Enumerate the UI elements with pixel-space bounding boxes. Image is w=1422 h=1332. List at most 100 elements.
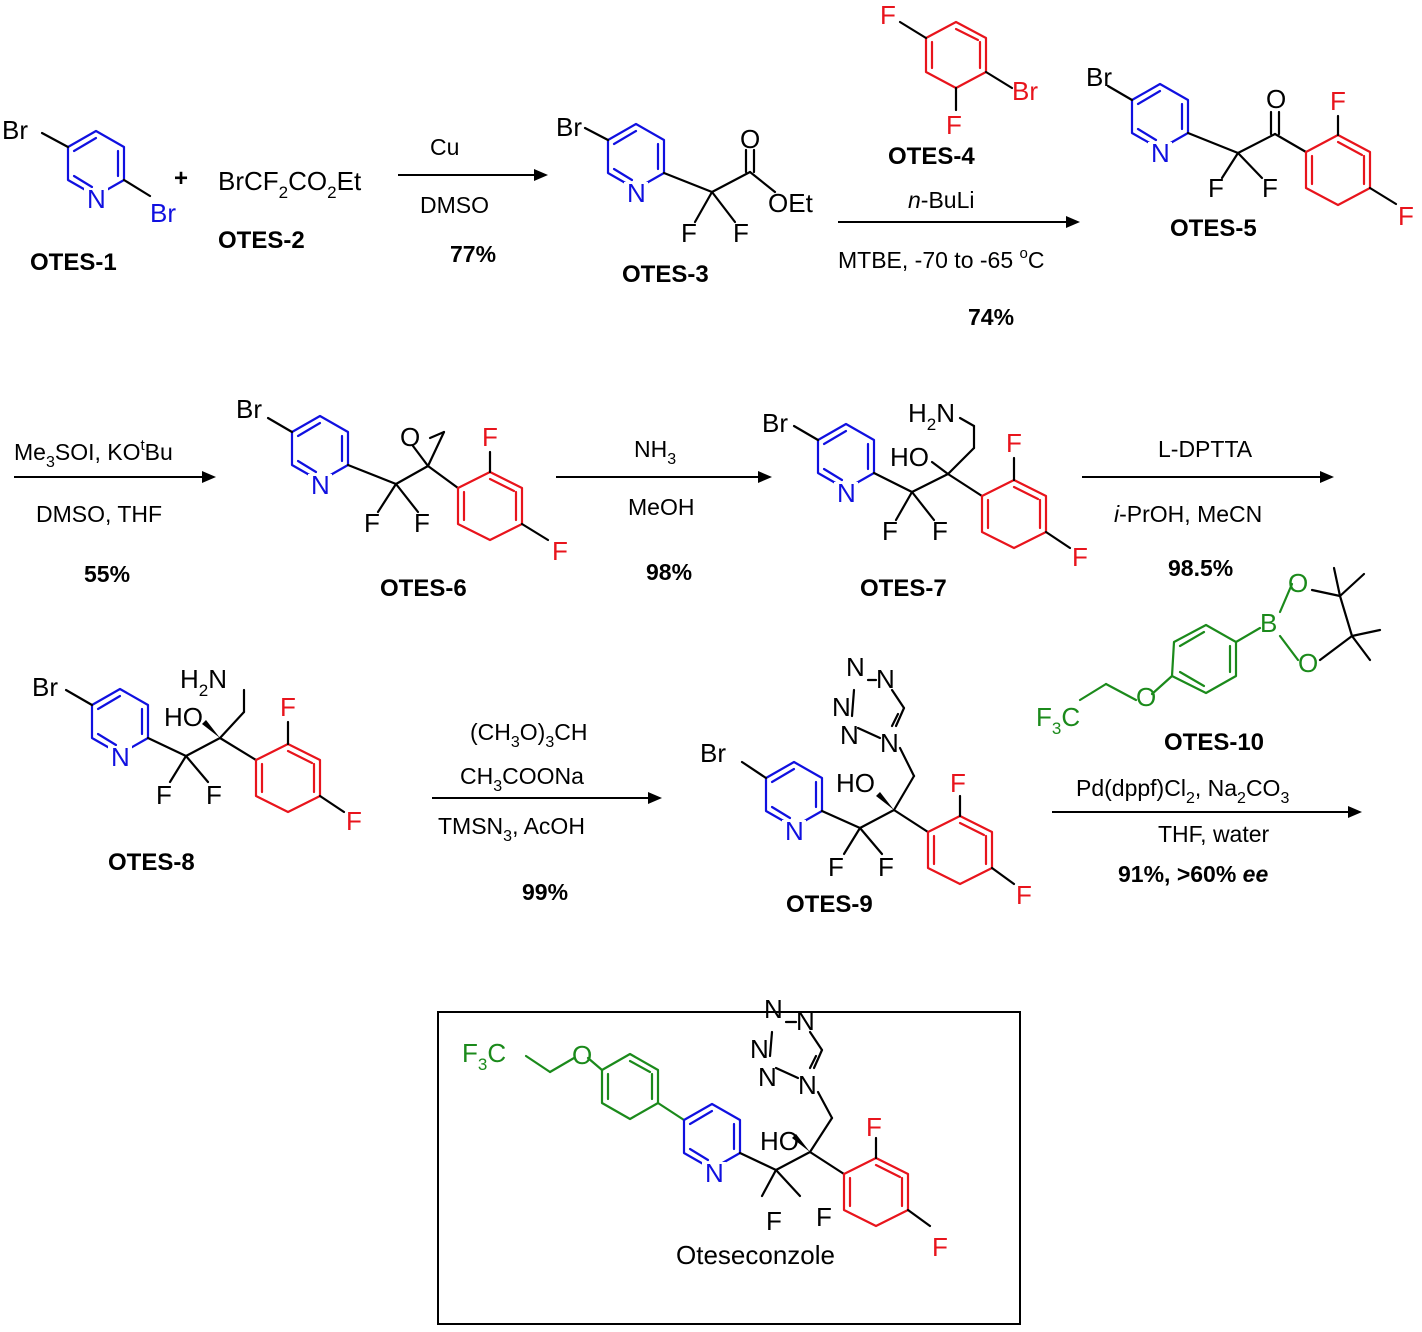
atom-h2n: H2N [908, 398, 955, 434]
atom-n: N [705, 1158, 724, 1188]
atom-f3c: F3C [462, 1038, 506, 1074]
atom-f: F [414, 508, 430, 538]
atom-f: F [1330, 86, 1346, 116]
step3-reagents: Me3SOI, KOtBu [14, 437, 173, 471]
atom-n: N [837, 478, 856, 508]
product-box [437, 1011, 1021, 1325]
atom-o: O [1288, 568, 1308, 598]
atom-n: N [111, 742, 130, 772]
atom-br: Br [32, 672, 58, 702]
compound-label-otes-8: OTES-8 [108, 849, 195, 876]
atom-n: N [1151, 138, 1170, 168]
atom-f: F [766, 1206, 782, 1236]
step5-yield: 98.5% [1168, 555, 1233, 581]
atom-f: F [733, 218, 749, 248]
atom-f3c: F3C [1036, 702, 1080, 738]
compound-label-otes-7: OTES-7 [860, 575, 947, 602]
atom-f: F [280, 692, 296, 722]
structure-otes-5 [1106, 82, 1398, 207]
compound-label-otes-6: OTES-6 [380, 575, 467, 602]
atom-b: B [1260, 608, 1277, 638]
step3-yield: 55% [84, 561, 130, 587]
compound-label-otes-4: OTES-4 [888, 143, 975, 170]
atom-o: O [1266, 84, 1286, 114]
atom-n: N [87, 184, 106, 214]
atom-ho: HO [760, 1126, 799, 1156]
atom-f: F [816, 1202, 832, 1232]
atom-f: F [882, 516, 898, 546]
step2-yield: 74% [968, 304, 1014, 330]
atom-f: F [482, 422, 498, 452]
structure-otes-4 [898, 20, 1014, 112]
arrowhead-icon [534, 169, 548, 181]
atom-f: F [880, 0, 896, 30]
atom-n: N [832, 692, 851, 722]
atom-f: F [1006, 428, 1022, 458]
atom-f: F [932, 1232, 948, 1262]
structure-otes-6 [266, 414, 550, 542]
structure-otes-7 [792, 416, 1072, 550]
step4-reagent: NH3 [634, 436, 676, 468]
structure-otes-3 [583, 122, 777, 224]
atom-n: N [764, 994, 783, 1024]
atom-br: Br [556, 112, 582, 142]
plus-sign: + [174, 165, 188, 192]
step1-reagent: Cu [430, 134, 459, 160]
atom-n: N [880, 728, 899, 758]
step3-solvent: DMSO, THF [36, 501, 162, 527]
structure-otes-9 [740, 678, 1016, 886]
atom-f: F [932, 516, 948, 546]
atom-o: O [740, 124, 760, 154]
compound-label-otes-2: OTES-2 [218, 227, 305, 254]
product-name: Oteseconzole [676, 1240, 835, 1270]
atom-f: F [552, 536, 568, 566]
compound-label-otes-3: OTES-3 [622, 261, 709, 288]
atom-n: N [785, 816, 804, 846]
structure-otes-1 [40, 129, 152, 212]
compound-label-otes-1: OTES-1 [30, 249, 117, 276]
atom-n: N [750, 1034, 769, 1064]
atom-f: F [1016, 880, 1032, 910]
atom-br: Br [236, 394, 262, 424]
atom-f: F [1398, 201, 1414, 231]
compound-label-otes-9: OTES-9 [786, 891, 873, 918]
atom-br: Br [700, 738, 726, 768]
arrowhead-icon [202, 471, 216, 483]
atom-br: Br [1012, 76, 1038, 106]
step1-solvent: DMSO [420, 192, 489, 218]
arrowhead-icon [648, 792, 662, 804]
atom-ho: HO [836, 768, 875, 798]
atom-n: N [798, 1070, 817, 1100]
atom-br: Br [1086, 62, 1112, 92]
atom-f: F [346, 806, 362, 836]
structure-oteseconzole [524, 1020, 932, 1228]
atom-f: F [1208, 173, 1224, 203]
step6-reagent-sodium-acetate: CH3COONa [460, 763, 584, 795]
atom-f: F [206, 780, 222, 810]
step7-reagents: Pd(dppf)Cl2, Na2CO3 [1076, 775, 1289, 807]
atom-ho: HO [890, 442, 929, 472]
atom-n: N [846, 652, 865, 682]
step7-yield: 91%, >60% ee [1118, 861, 1268, 887]
step4-solvent: MeOH [628, 494, 694, 520]
step1-yield: 77% [450, 241, 496, 267]
structure-otes-8 [64, 687, 346, 814]
atom-f: F [878, 852, 894, 882]
atom-o: O [572, 1040, 592, 1070]
step2-reagent: n-BuLi [908, 187, 975, 213]
atom-h2n: H2N [180, 664, 227, 700]
atom-n: N [840, 720, 859, 750]
atom-o: O [1298, 648, 1318, 678]
atom-br: Br [150, 198, 176, 228]
atom-o: O [400, 422, 420, 452]
atom-f: F [946, 110, 962, 140]
atom-ho: HO [164, 702, 203, 732]
reagent-otes-2: BrCF2CO2Et [218, 166, 362, 202]
step4-yield: 98% [646, 559, 692, 585]
step5-reagent: L-DPTTA [1158, 436, 1253, 462]
step2-conditions: MTBE, -70 to -65 oC [838, 245, 1044, 273]
atom-f: F [866, 1112, 882, 1142]
atom-n: N [876, 664, 895, 694]
compound-label-otes-10: OTES-10 [1164, 729, 1264, 756]
